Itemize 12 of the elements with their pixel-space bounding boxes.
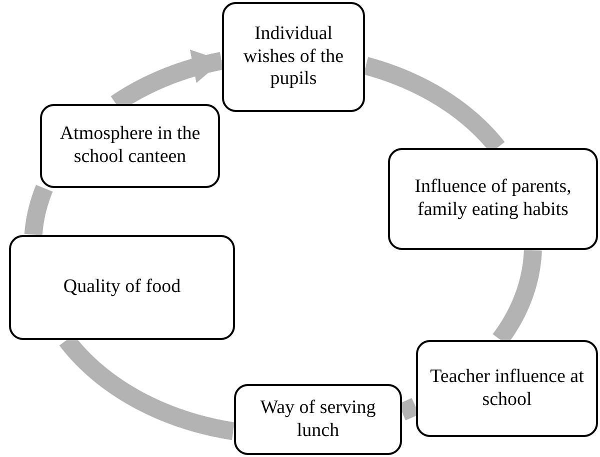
process-box (9, 235, 235, 340)
process-box (40, 104, 220, 188)
process-box (388, 148, 598, 250)
box-label: Way of serving lunch (259, 396, 377, 442)
box-label: Individual wishes of the pupils (242, 22, 345, 92)
box-label: Teacher influence at school (429, 366, 585, 412)
box-label: Quality of food (63, 276, 181, 299)
box-label: Influence of parents, family eating habits (414, 176, 572, 222)
box-label: Atmosphere in the school canteen (58, 123, 202, 169)
process-box (222, 2, 365, 112)
process-box (416, 340, 598, 437)
process-box (234, 384, 402, 455)
